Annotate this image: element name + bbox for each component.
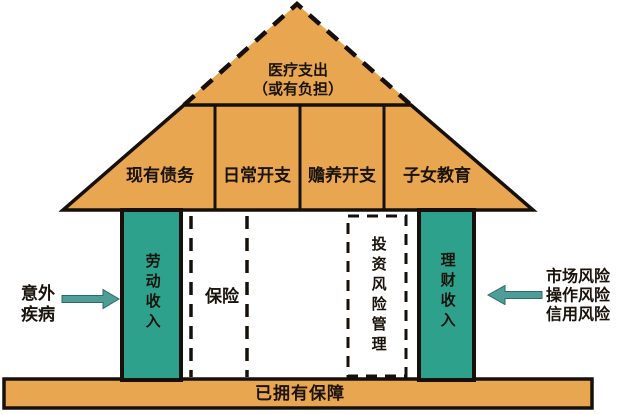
attic-label: 医疗支出 （或有负担） (253, 61, 343, 99)
insurance-label: 保险 (205, 287, 239, 307)
base-bar (2, 377, 594, 410)
right-annotation-line3: 信用风险 (546, 306, 611, 324)
roof-section-label-daily: 日常开支 (223, 166, 291, 186)
arrow-left-icon (486, 284, 543, 306)
roof-section-label-debt: 现有债务 (126, 166, 194, 186)
attic-label-line2: （或有负担） (252, 81, 344, 98)
roof-fill (63, 4, 533, 210)
attic-dashed-outline (182, 0, 413, 107)
right-annotation-line2: 操作风险 (546, 287, 611, 305)
left-pillar (120, 208, 183, 382)
roof-section-label-education: 子女教育 (403, 166, 471, 186)
left-pillar-label: 劳动收入 (143, 253, 161, 333)
left-annotation: 意外 疾病 (21, 283, 55, 325)
investment-label: 投资风险管理 (369, 236, 387, 356)
right-annotation: 市场风险 操作风险 信用风险 (546, 268, 610, 325)
roof-solid-outline (58, 103, 538, 212)
right-annotation-line1: 市场风险 (546, 268, 611, 286)
right-pillar-label: 理财收入 (438, 252, 456, 332)
left-annotation-line2: 疾病 (21, 305, 55, 324)
attic-label-line1: 医疗支出 (267, 62, 329, 79)
right-pillar (417, 208, 476, 382)
arrow-right-icon (61, 288, 120, 310)
investment-dashed-box (346, 214, 408, 378)
roof-section-label-support: 赡养开支 (308, 166, 376, 186)
base-bar-label: 已拥有保障 (255, 384, 345, 404)
left-annotation-line1: 意外 (21, 284, 55, 303)
